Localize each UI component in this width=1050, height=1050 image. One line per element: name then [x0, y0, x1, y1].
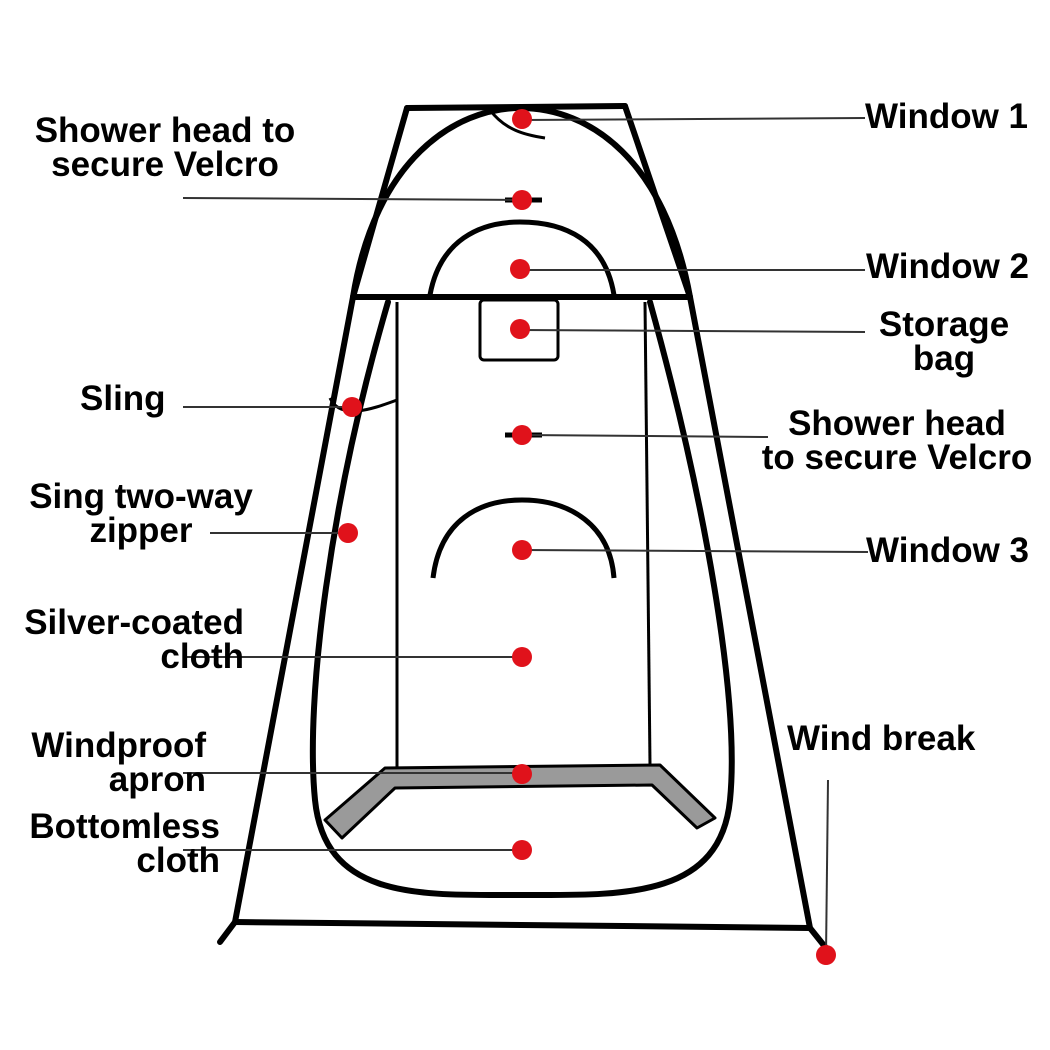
dot-sling	[342, 397, 362, 417]
tent-dome	[350, 105, 693, 300]
label-storage-bag: Storage bag	[878, 305, 1010, 378]
label-window2: Window 2	[866, 247, 1030, 286]
dot-window2	[510, 259, 530, 279]
dot-bottomless-cloth	[512, 840, 532, 860]
label-shower-top: Shower head to secure Velcro	[34, 111, 296, 184]
dot-shower-top	[512, 190, 532, 210]
dot-silver-cloth	[512, 647, 532, 667]
label-window1: Window 1	[865, 97, 1029, 136]
dot-storage-bag	[510, 319, 530, 339]
label-window3: Window 3	[866, 531, 1030, 570]
dot-wind-break	[816, 945, 836, 965]
leader-storage-bag	[519, 329, 866, 333]
label-shower-mid: Shower head to secure Velcro	[761, 404, 1033, 477]
label-sling: Sling	[80, 379, 166, 418]
dot-window3	[512, 540, 532, 560]
label-wind-break: Wind break	[787, 719, 976, 758]
window2-arch	[427, 219, 617, 296]
dot-windproof-apron	[512, 764, 532, 784]
dot-zipper	[338, 523, 358, 543]
label-windproof-apron: Windproof apron	[31, 726, 206, 799]
dot-window1	[512, 109, 532, 129]
tent-door-outline	[309, 299, 735, 899]
dot-shower-mid	[512, 425, 532, 445]
leader-window3	[521, 549, 869, 553]
tent-base-line	[232, 919, 813, 931]
inner-pole-right	[643, 301, 652, 766]
window3-arch	[430, 497, 617, 579]
leader-wind-break	[825, 779, 829, 956]
label-zipper: Sing two-way zipper	[29, 477, 253, 550]
label-silver-cloth: Silver-coated cloth	[24, 603, 244, 676]
leader-shower-top	[182, 197, 523, 201]
window1-arc	[488, 109, 546, 140]
leader-shower-mid	[521, 434, 769, 438]
leader-window1	[521, 117, 866, 121]
label-bottomless-cloth: Bottomless cloth	[29, 807, 220, 880]
windproof-apron-shape	[323, 763, 717, 840]
